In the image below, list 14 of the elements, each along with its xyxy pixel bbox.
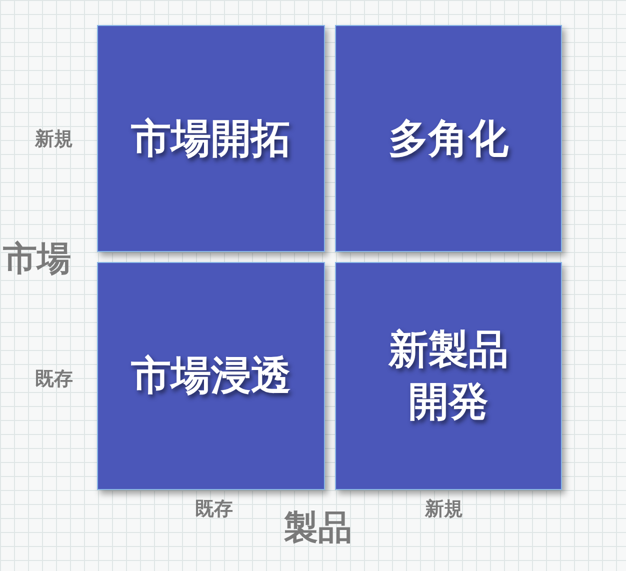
row-label: 新規 bbox=[35, 127, 73, 152]
axis-title: 市場 bbox=[3, 238, 71, 281]
quadrant-label: 多角化 bbox=[388, 114, 508, 164]
column-label: 既存 bbox=[195, 497, 233, 522]
quadrant-box bbox=[335, 25, 562, 252]
quadrant-box bbox=[97, 262, 325, 490]
quadrant-label: 市場浸透 bbox=[131, 352, 291, 401]
quadrant-box bbox=[97, 25, 325, 252]
axis-title: 製品 bbox=[284, 507, 352, 550]
quadrant-label: 市場開拓 bbox=[131, 114, 291, 164]
quadrant-label: 新製品開発 bbox=[388, 326, 508, 427]
row-label: 既存 bbox=[35, 367, 73, 392]
quadrant-box bbox=[335, 262, 562, 490]
column-label: 新規 bbox=[425, 497, 463, 522]
